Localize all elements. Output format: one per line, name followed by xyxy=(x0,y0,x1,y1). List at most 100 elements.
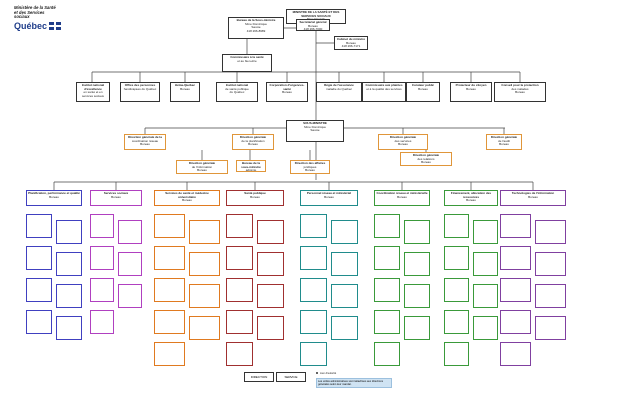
department-box xyxy=(118,220,142,244)
department-box xyxy=(535,316,566,340)
department-box xyxy=(26,246,52,270)
department-box xyxy=(90,310,114,334)
legend-service-box: SERVICE xyxy=(276,372,306,382)
org-box-line: des services xyxy=(394,138,412,143)
department-box xyxy=(444,278,469,302)
org-box-title: Héma-Québec xyxy=(174,83,196,87)
org-box-o4: Bureau de la sous-ministreadjointeBureau xyxy=(236,160,266,172)
org-box-line: Bureau xyxy=(49,194,59,199)
org-box-line: coordination réseau xyxy=(131,138,159,143)
org-box-line: du Québec xyxy=(229,90,245,95)
org-box-line: Bureau xyxy=(466,86,476,91)
org-box-line: Bureau xyxy=(197,168,207,173)
org-box-line: Bureau xyxy=(140,142,150,147)
department-box xyxy=(473,252,498,276)
department-box xyxy=(500,310,531,334)
org-box-title: Cabinet du ministre xyxy=(336,37,365,41)
department-box xyxy=(154,214,185,238)
department-box xyxy=(300,246,327,270)
department-box xyxy=(26,278,52,302)
department-box xyxy=(257,284,284,308)
org-box-title: Conseil pour la protection xyxy=(501,83,539,87)
org-box-c3: Services de santé et médecine universita… xyxy=(154,190,220,206)
department-box xyxy=(257,316,284,340)
org-box-line: Bureau xyxy=(528,194,538,199)
org-box-line: Mme Dominique xyxy=(304,124,326,129)
org-box-line: Bureau xyxy=(499,142,509,147)
department-box xyxy=(374,278,400,302)
org-box-title: Financement, allocation des ressources xyxy=(450,191,492,199)
org-box-title: Commissaire aux plaintes xyxy=(365,83,403,87)
org-box-title: Secrétariat général xyxy=(299,20,327,24)
department-box xyxy=(500,246,531,270)
department-box xyxy=(90,278,114,302)
department-box xyxy=(374,310,400,334)
department-box xyxy=(300,310,327,334)
department-box xyxy=(374,246,400,270)
org-box-title: Services de santé et médecine universita… xyxy=(165,191,209,199)
org-box-title: Direction générale xyxy=(239,135,267,139)
department-box xyxy=(404,284,430,308)
org-box-title: Technologies de l'information xyxy=(511,191,555,195)
quebec-wordmark: Québec xyxy=(14,20,48,31)
department-box xyxy=(374,214,400,238)
department-box xyxy=(154,246,185,270)
department-box xyxy=(500,214,531,238)
org-box-title: Régie de l'assurance xyxy=(324,83,354,87)
org-box-line: Bureau xyxy=(397,194,407,199)
department-box xyxy=(226,246,253,270)
org-box-line: handicapées du Québec xyxy=(123,86,157,91)
org-box-line: Bureau xyxy=(308,23,318,28)
org-box-line: Bureau xyxy=(421,160,431,165)
org-box-line: de santé publique xyxy=(225,86,249,91)
department-box xyxy=(500,278,531,302)
org-box-line: Bureau xyxy=(418,86,428,91)
department-box xyxy=(444,310,469,334)
department-box xyxy=(189,220,220,244)
department-box xyxy=(90,214,114,238)
department-box xyxy=(56,252,82,276)
ministry-logo: Ministère de la Santé et des Services so… xyxy=(14,5,74,40)
org-box-line: des relations xyxy=(417,156,435,161)
org-box-title: Direction générale de la xyxy=(128,135,162,139)
department-box xyxy=(500,342,531,366)
org-box-title: Direction générale xyxy=(389,135,417,139)
org-box-title: Institut national xyxy=(225,83,249,87)
org-box-line: Bureau xyxy=(324,194,334,199)
org-box-line: de l'audit xyxy=(498,138,510,143)
org-box-line: Bureau xyxy=(182,198,192,203)
department-box xyxy=(535,220,566,244)
department-box xyxy=(473,284,498,308)
department-box xyxy=(535,284,566,308)
department-box xyxy=(189,284,220,308)
org-box-line: adjointe xyxy=(245,168,257,172)
org-box-line: maladie du Québec xyxy=(325,86,353,91)
department-box xyxy=(154,342,185,366)
org-box-title: Services sociaux xyxy=(103,191,129,195)
ministry-name-line1: Ministère de la Santé xyxy=(14,5,56,10)
department-box xyxy=(154,310,185,334)
org-box-line: Bureau xyxy=(282,90,292,95)
department-box xyxy=(26,310,52,334)
legend-direction-box: DIRECTION xyxy=(244,372,274,382)
org-box-title: Coordination réseau et ministérielle xyxy=(376,191,428,195)
org-box-line: juridiques xyxy=(303,164,317,169)
org-box-line: des malades xyxy=(511,86,529,91)
org-box-title: Direction générale xyxy=(188,161,216,165)
org-box-line: Mme Dominique xyxy=(245,21,267,26)
org-box-line: et à la qualité des services xyxy=(366,86,402,91)
